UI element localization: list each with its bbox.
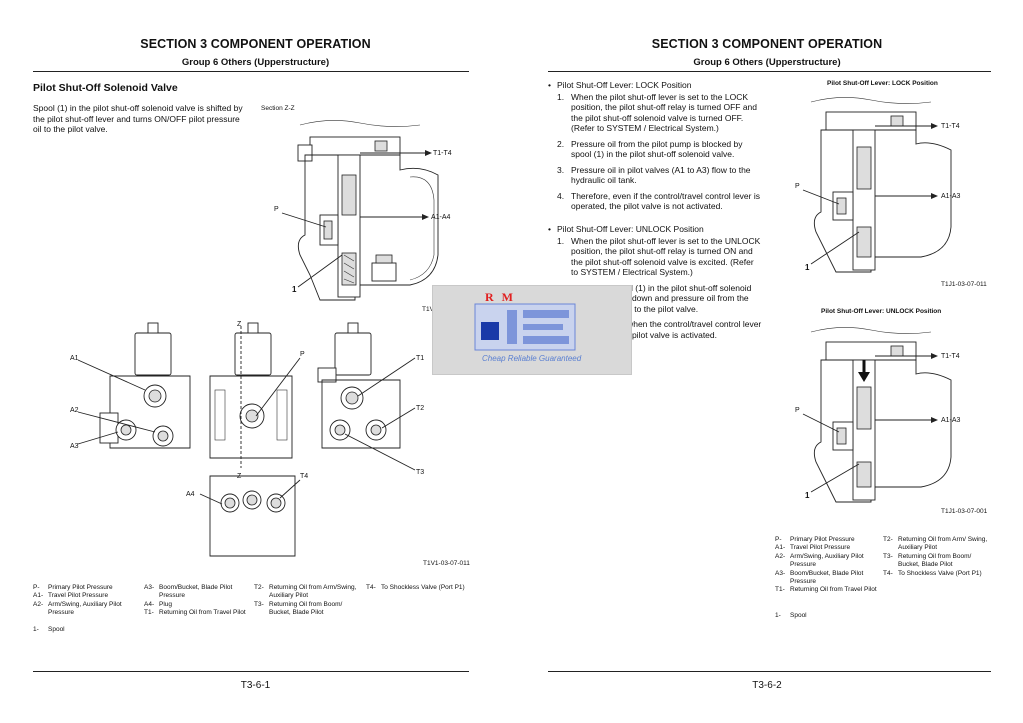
legend-spool: 1-Spool bbox=[775, 612, 807, 619]
label-a1a4: A1-A4 bbox=[431, 214, 451, 221]
header-rule bbox=[33, 71, 469, 72]
connector bbox=[374, 140, 388, 152]
legend-spool: 1-Spool bbox=[33, 626, 65, 633]
lock-position-diagram: T1-T4 A1-A3 P 1 bbox=[795, 97, 961, 273]
fig1-caption: Section Z-Z bbox=[261, 105, 295, 112]
wire-curve bbox=[299, 120, 421, 127]
lock-section: Pilot Shut-Off Lever: LOCK Position 1.Wh… bbox=[548, 80, 763, 217]
watermark-brand: RM bbox=[485, 290, 521, 304]
watermark-logo: RM Cheap Reliable Guaranteed bbox=[432, 285, 632, 375]
plug bbox=[371, 262, 397, 282]
legend-col2: T2-Returning Oil from Arm/ Swing, Auxili… bbox=[883, 536, 988, 577]
fig-lock-title: Pilot Shut-Off Lever: LOCK Position bbox=[827, 80, 938, 87]
legend-col1: P-Primary Pilot Pressure A1-Travel Pilot… bbox=[33, 584, 122, 617]
legend-col3: T2-Returning Oil from Arm/Swing, Auxilia… bbox=[254, 584, 357, 617]
label-t1t4: T1-T4 bbox=[941, 123, 960, 130]
fig-unlock-title: Pilot Shut-Off Lever: UNLOCK Position bbox=[821, 308, 942, 315]
label-t2: T2 bbox=[416, 405, 424, 412]
section-title: SECTION 3 COMPONENT OPERATION bbox=[651, 37, 883, 51]
view-bottom: A4 T4 bbox=[186, 473, 308, 557]
valve-body bbox=[297, 154, 439, 301]
group-title: Group 6 Others (Upperstructure) bbox=[181, 57, 330, 68]
valve-external-views: A1 A2 A3 Z Z P bbox=[70, 321, 424, 557]
label-spool: 1 bbox=[805, 263, 810, 272]
legend-col4: T4-To Shockless Valve (Port P1) bbox=[366, 584, 465, 591]
page-number: T3-6-1 bbox=[240, 680, 271, 691]
spool-spring bbox=[341, 252, 357, 286]
spool-upper bbox=[341, 174, 357, 216]
legend-col2: A3-Boom/Bucket, Blade Pilot Pressure A4-… bbox=[144, 584, 246, 617]
view-front: Z Z P bbox=[209, 321, 305, 480]
label-a4: A4 bbox=[186, 491, 195, 498]
view-t-side: T1 T2 T3 bbox=[317, 322, 424, 476]
label-p: P bbox=[274, 206, 279, 213]
label-t1t4: T1-T4 bbox=[941, 353, 960, 360]
label-a1a3: A1-A3 bbox=[941, 193, 961, 200]
label-a2: A2 bbox=[70, 407, 79, 414]
fig2-code: T1V1-03-07-011 bbox=[423, 560, 470, 567]
label-t1t4: T1-T4 bbox=[433, 150, 452, 157]
label-p-ext: P bbox=[300, 351, 305, 358]
label-t4: T4 bbox=[300, 473, 308, 480]
label-p: P bbox=[795, 183, 800, 190]
fig-unlock-code: T1J1-03-07-001 bbox=[941, 508, 988, 515]
label-spool: 1 bbox=[292, 285, 297, 294]
label-a3: A3 bbox=[70, 443, 79, 450]
intro-paragraph: Spool (1) in the pilot shut-off solenoid… bbox=[33, 103, 243, 134]
section-title: SECTION 3 COMPONENT OPERATION bbox=[140, 37, 371, 51]
section-zz-diagram: T1-T4 A1-A4 P 1 bbox=[274, 120, 452, 301]
group-title: Group 6 Others (Upperstructure) bbox=[693, 57, 841, 68]
label-z-bottom: Z bbox=[237, 473, 242, 480]
watermark-slogan: Cheap Reliable Guaranteed bbox=[482, 354, 582, 363]
unlock-position-diagram: T1-T4 A1-A3 P 1 bbox=[795, 327, 961, 503]
page-heading: Pilot Shut-Off Solenoid Valve bbox=[33, 82, 178, 94]
right-page: SECTION 3 COMPONENT OPERATION Group 6 Ot… bbox=[511, 0, 1023, 723]
watermark-emblem bbox=[474, 303, 576, 351]
view-a-side: A1 A2 A3 bbox=[70, 322, 191, 450]
fig-lock-code: T1J1-03-07-011 bbox=[941, 281, 987, 288]
page-number: T3-6-2 bbox=[752, 680, 782, 691]
unlock-section: Pilot Shut-Off Lever: UNLOCK Position 1.… bbox=[548, 224, 763, 345]
footer-rule bbox=[33, 671, 469, 672]
label-a1: A1 bbox=[70, 355, 79, 362]
label-spool: 1 bbox=[805, 491, 810, 500]
footer-rule bbox=[548, 671, 991, 672]
label-z-top: Z bbox=[237, 321, 242, 328]
label-a1a3: A1-A3 bbox=[941, 417, 961, 424]
legend-col1: P-Primary Pilot Pressure A1-Travel Pilot… bbox=[775, 536, 877, 594]
header-rule bbox=[548, 71, 991, 72]
body-inner bbox=[409, 176, 435, 281]
label-t3: T3 bbox=[416, 469, 424, 476]
label-t1: T1 bbox=[416, 355, 424, 362]
label-p: P bbox=[795, 407, 800, 414]
left-page: SECTION 3 COMPONENT OPERATION Group 6 Ot… bbox=[0, 0, 511, 723]
